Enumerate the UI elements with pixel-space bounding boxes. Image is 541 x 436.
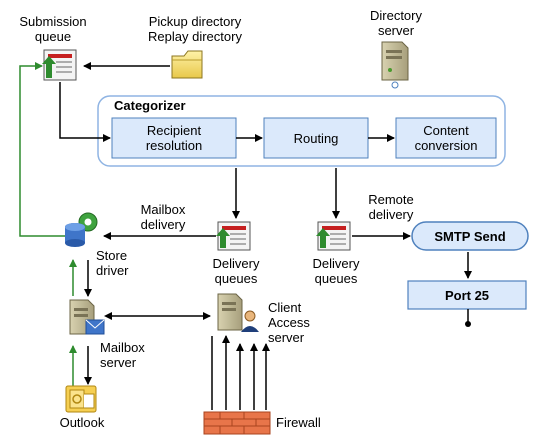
server-icon (381, 41, 409, 81)
queue-icon (316, 221, 351, 251)
remote-delivery-line-1: Remote (368, 192, 414, 207)
categorizer-title: Categorizer (114, 98, 186, 113)
remote-delivery-line-2: delivery (368, 207, 414, 222)
mailbox-server-line-1: Mailbox (100, 340, 145, 355)
submission-queue-line-1: Submission (19, 14, 87, 29)
directory-server-line-2: server (377, 23, 415, 38)
routing-box (263, 117, 369, 159)
queue-icon (42, 49, 77, 81)
port-25-box (407, 280, 527, 310)
delivery-queues-2-line-2: queues (314, 271, 358, 286)
mailbox-delivery-line-1: Mailbox (140, 202, 186, 217)
recipient-resolution-line-1: Recipient (146, 123, 202, 138)
mailbox-delivery-label: Mailbox delivery (128, 202, 198, 232)
mailbox-server-line-2: server (100, 355, 137, 370)
mailbox-delivery-line-2: delivery (140, 217, 186, 232)
directory-server-line-1: Directory (369, 8, 422, 23)
delivery-queues-2-line-1: Delivery (312, 256, 360, 271)
recipient-resolution-line-2: resolution (145, 138, 203, 153)
outlook-icon (65, 385, 97, 413)
remote-delivery-label: Remote delivery (356, 192, 426, 222)
client-access-line-3: server (268, 330, 305, 345)
client-access-line-2: Access (268, 315, 310, 330)
client-access-server-icon (217, 293, 259, 332)
folder-icon (171, 50, 203, 79)
client-access-server-label: Client Access server (268, 300, 310, 345)
submission-queue-label: Submission queue (14, 14, 92, 44)
smtp-send-label: SMTP Send (434, 228, 506, 244)
green-arrow-store-to-queue (19, 62, 80, 237)
replay-directory-text: Replay directory (148, 29, 242, 44)
delivery-queues-1-line-1: Delivery (212, 256, 260, 271)
firewall-label: Firewall (276, 415, 321, 430)
delivery-queues-1-label: Delivery queues (196, 256, 276, 286)
routing-label: Routing (293, 130, 339, 146)
directory-server-connector (391, 81, 399, 89)
content-conversion-line-2: conversion (414, 138, 478, 153)
arrow-queue-to-categorizer (59, 82, 111, 142)
recipient-resolution-label: Recipient resolution (112, 118, 236, 158)
smtp-send-box (411, 221, 529, 251)
delivery-queues-1-line-2: queues (214, 271, 258, 286)
port25-endpoint (465, 321, 471, 327)
client-access-line-1: Client (268, 300, 302, 315)
arrow-head-left (104, 312, 112, 320)
pickup-directory-text: Pickup directory (148, 14, 242, 29)
content-conversion-label: Content conversion (396, 118, 496, 158)
pickup-replay-label: Pickup directory Replay directory (130, 14, 260, 44)
port-25-label: Port 25 (444, 287, 490, 303)
delivery-queues-2-label: Delivery queues (296, 256, 376, 286)
firewall-icon (203, 411, 271, 435)
store-driver-line-1: Store (96, 248, 128, 263)
outlook-label: Outlook (59, 415, 105, 430)
store-driver-icon (65, 212, 98, 247)
directory-server-label: Directory server (356, 8, 436, 38)
store-driver-label: Store driver (96, 248, 129, 278)
content-conversion-line-1: Content (423, 123, 469, 138)
queue-icon (216, 221, 251, 251)
mailbox-server-label: Mailbox server (100, 340, 145, 370)
recipient-resolution-box (111, 117, 237, 159)
mailbox-server-icon (69, 299, 105, 335)
submission-queue-line-2: queue (34, 29, 72, 44)
content-conversion-box (395, 117, 497, 159)
store-driver-line-2: driver (96, 263, 129, 278)
